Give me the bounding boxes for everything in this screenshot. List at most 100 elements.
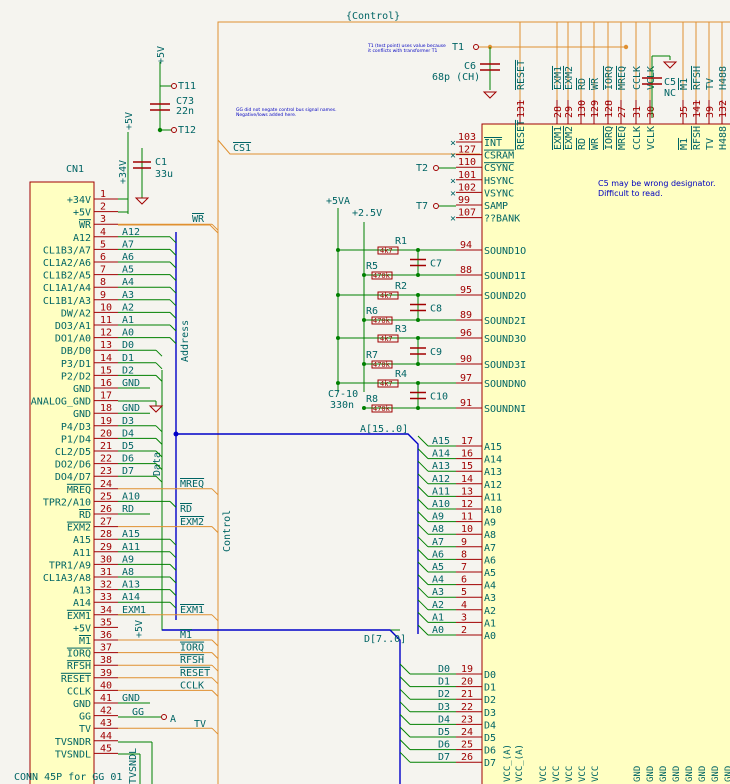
cn1-pin-name-22: DO2/D6	[55, 460, 91, 471]
sound-pin-num-91: 91	[460, 398, 472, 409]
cn1-pin-name-28: A15	[73, 535, 91, 546]
data-pin-name-D7: D7	[484, 758, 496, 769]
sound-rbot-val-1: 470k	[373, 317, 391, 325]
cn1-pin-name-18: GND	[73, 409, 91, 420]
t1-label: T1	[452, 42, 464, 53]
sound-pin-name-88: SOUND1I	[484, 271, 526, 282]
top-net-131: RESET	[516, 60, 527, 90]
cn1-pin-name-30: TPR1/A9	[49, 560, 91, 571]
bottom-pin-9: GND	[659, 766, 669, 782]
data-pin-num-25: 25	[461, 740, 473, 751]
sound-pin-num-97: 97	[460, 373, 472, 384]
cn1-pins-group: 1+34V2+5V3WR4A12A125CL1B3/A7A76CL1A2/A6A…	[31, 189, 219, 784]
cn1-net-26: RD	[122, 504, 134, 515]
addr-net-A3: A3	[432, 587, 444, 598]
cn1-pin-name-11: DO3/A1	[55, 321, 91, 332]
left-pin-num-101: 101	[458, 170, 476, 181]
addr-pin-name-A1: A1	[484, 618, 496, 629]
cn1-pin-num-9: 9	[100, 290, 106, 301]
cn1-pin-name-34: EXM1	[67, 611, 91, 622]
bottom-pin-4: VCC	[565, 766, 575, 782]
data-bus-label: Data	[152, 452, 163, 476]
addr-net-A2: A2	[432, 600, 444, 611]
cn1-net-31: A8	[122, 567, 134, 578]
addr-net-A0: A0	[432, 625, 444, 636]
data-bus-horizontal	[162, 629, 401, 784]
cn1-net-28: A15	[122, 529, 140, 540]
bottom-pin-8: GND	[646, 766, 656, 782]
cn1-pin-name-29: A11	[73, 548, 91, 559]
cn1-pin-num-1: 1	[100, 189, 106, 200]
sound-pin-num-89: 89	[460, 310, 472, 321]
addr-pin-name-A9: A9	[484, 518, 496, 529]
bottom-pin-3: VCC	[552, 766, 562, 782]
cn1-pin-num-4: 4	[100, 227, 106, 238]
c1-ref: C1	[155, 157, 167, 168]
bottom-pin-0: VCC_(A)	[503, 744, 513, 782]
data-pin-name-D6: D6	[484, 746, 496, 757]
top-net-128: IORQ	[604, 66, 615, 90]
top-pin-name-31: CCLK	[632, 126, 643, 150]
cn1-pin-name-45: TVSNDL	[55, 749, 91, 760]
top-pin-name-141: RFSH	[692, 126, 703, 150]
cn1-pin-name-15: P2/D2	[61, 371, 91, 382]
top-pin-name-132: H488	[718, 126, 729, 150]
cn1-net-11: A1	[122, 315, 134, 326]
cn1-pin-num-15: 15	[100, 365, 112, 376]
cn1-pin-name-8: CL1A1/A4	[43, 283, 91, 294]
cn1-pin-name-3: WR	[79, 220, 92, 231]
data-net-D0: D0	[438, 664, 450, 675]
t2-label: T2	[416, 163, 428, 174]
cn1-pin-num-25: 25	[100, 491, 112, 502]
plus5va-label: +5VA	[326, 196, 350, 207]
cn1-pin-num-40: 40	[100, 680, 112, 691]
cn1-pin-num-22: 22	[100, 454, 112, 465]
cn1-pin-num-12: 12	[100, 328, 112, 339]
top-pin-num-35: 35	[679, 106, 690, 118]
t2-t7-group: T2 T7	[416, 163, 456, 212]
sound-pin-name-96: SOUND3O	[484, 334, 526, 345]
addr-pin-name-A5: A5	[484, 568, 496, 579]
data-net-D4: D4	[438, 714, 450, 725]
c1-plus5v: +5V	[124, 112, 135, 130]
cn1-net-6: A6	[122, 252, 134, 263]
c7-10-val: 330n	[330, 400, 354, 411]
addr-net-A15: A15	[432, 436, 450, 447]
sound-c-ref-2: C9	[430, 347, 442, 358]
data-net-D7: D7	[438, 752, 450, 763]
top-pin-name-27: MREQ	[617, 126, 628, 150]
c6-t1-group: T1 C6 68p (CH)	[432, 42, 629, 99]
c1-plus34v: +34V	[118, 160, 129, 184]
left-pin-num-103: 103	[458, 132, 476, 143]
cn1-pin-name-13: DB/D0	[61, 346, 91, 357]
cn1-pin-num-19: 19	[100, 416, 112, 427]
bottom-pin-2: VCC	[539, 766, 549, 782]
top-net-27: MREQ	[617, 66, 628, 90]
plus25v-label: +2.5V	[352, 208, 382, 219]
wr-net-label: WR	[192, 214, 205, 225]
address-bus-horizontal	[176, 433, 419, 634]
cn1-ctrl-label-IORQ: IORQ	[180, 643, 204, 654]
top-net-39: TV	[705, 78, 716, 90]
cn1-pin-num-41: 41	[100, 693, 112, 704]
cn1-pin-name-10: DW/A2	[61, 308, 91, 319]
cn1-pin-name-5: CL1B3/A7	[43, 245, 91, 256]
data-pin-num-26: 26	[461, 752, 473, 763]
left-pin-num-107: 107	[458, 208, 476, 219]
addr-pin-num-9: 9	[461, 537, 467, 548]
control-bus-wire	[217, 21, 730, 784]
data-pin-num-24: 24	[461, 727, 473, 738]
sound-rbot-val-0: 470k	[373, 272, 391, 280]
cn1-pin-name-6: CL1A2/A6	[43, 258, 91, 269]
sound-rbot-ref-3: R8	[366, 394, 378, 405]
cn1-ref: CN1	[66, 164, 84, 175]
left-control-pin-group: 103INT×127CSRAM×110CSYNC101HSYNC×102VSYN…	[450, 132, 520, 225]
cn1-value: CONN 45P for GG 01	[14, 772, 122, 783]
mreq-net-label: MREQ	[180, 479, 204, 490]
c5-val: NC	[664, 88, 676, 99]
cn1-net-19: D3	[122, 416, 134, 427]
data-pin-num-19: 19	[461, 664, 473, 675]
a-bus-label: A[15..0]	[360, 424, 408, 435]
addr-pin-name-A4: A4	[484, 581, 496, 592]
